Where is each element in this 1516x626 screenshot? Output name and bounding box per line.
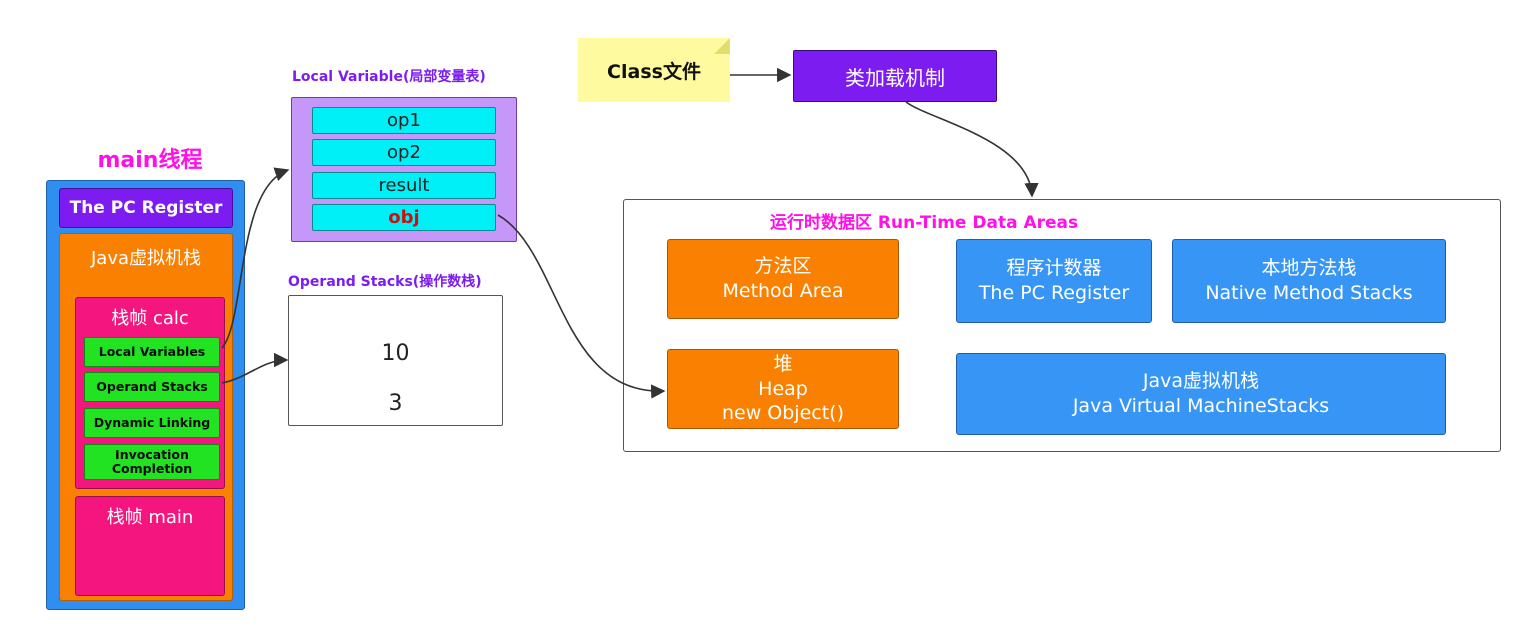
pc-register-box: The PC Register [59,188,233,228]
operand-stacks-title: Operand Stacks(操作数栈) [288,274,482,290]
method-area-zh: 方法区 [754,255,812,278]
slot-op2: op2 [312,139,496,166]
class-file-label: Class文件 [607,60,701,83]
slot-op1: op1 [312,107,496,134]
slot-result: result [312,172,496,199]
local-variable-table: op1 op2 result obj [291,97,517,242]
heap-zh: 堆 [773,352,793,375]
pc-register-area-en: The PC Register [978,282,1130,304]
thread-container: The PC Register Java虚拟机栈 栈帧 calc Local V… [46,180,245,610]
jvm-stacks-area-en: Java Virtual MachineStacks [1072,395,1330,417]
operand-stack-box: 10 3 [288,295,503,426]
frame-item-dynamic-linking: Dynamic Linking [84,408,220,438]
pc-register-area-box: 程序计数器 The PC Register [956,239,1152,323]
frame-main-title: 栈帧 main [106,507,194,528]
jvm-stack-box: Java虚拟机栈 栈帧 calc Local Variables Operand… [59,233,233,601]
stack-frame-calc: 栈帧 calc Local Variables Operand Stacks D… [75,297,225,489]
class-loading-box: 类加载机制 [793,50,997,102]
frame-item-operand-stacks: Operand Stacks [84,372,220,402]
arrow-operand-stacks-to-box [221,352,289,384]
heap-en: Heap [758,377,808,400]
runtime-data-areas-title: 运行时数据区 Run-Time Data Areas [770,213,1079,233]
local-variable-title: Local Variable(局部变量表) [292,69,486,85]
thread-title: main线程 [97,148,203,173]
pc-register-area-zh: 程序计数器 [1006,257,1102,280]
heap-box: 堆 Heap new Object() [667,349,899,429]
slot-obj: obj [312,204,496,231]
frame-item-invocation-completion: Invocation Completion [84,444,220,480]
operand-value-10: 10 [381,340,410,366]
heap-extra: new Object() [721,402,844,425]
native-stacks-zh: 本地方法栈 [1261,257,1357,280]
jvm-stacks-area-zh: Java虚拟机栈 [1142,370,1260,393]
jvm-stack-title: Java虚拟机栈 [90,248,202,269]
class-file-note: Class文件 [578,38,730,102]
method-area-box: 方法区 Method Area [667,239,899,319]
stack-frame-main: 栈帧 main [75,496,225,596]
arrow-loader-to-runtime [905,101,1039,198]
native-stacks-en: Native Method Stacks [1205,282,1413,304]
method-area-en: Method Area [722,280,844,302]
arrow-obj-to-heap [497,214,666,399]
native-stacks-box: 本地方法栈 Native Method Stacks [1172,239,1446,323]
frame-calc-title: 栈帧 calc [111,308,189,329]
operand-value-3: 3 [388,390,403,416]
note-fold [714,38,730,54]
frame-item-local-variables: Local Variables [84,337,220,367]
arrow-local-variables-to-table [221,167,290,349]
jvm-stacks-area-box: Java虚拟机栈 Java Virtual MachineStacks [956,353,1446,435]
